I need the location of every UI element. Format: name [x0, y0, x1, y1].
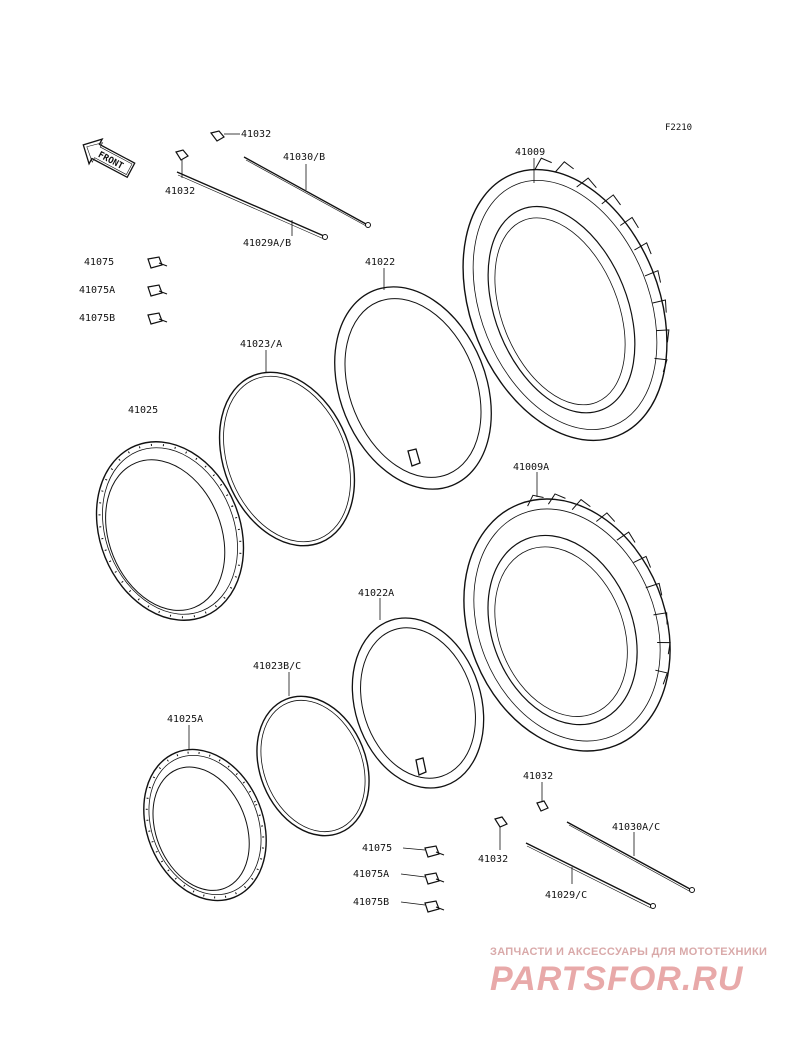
label-41022a: 41022A — [358, 588, 394, 599]
inner-tube-41022a — [351, 617, 485, 789]
front-arrow-icon: FRONT — [82, 137, 136, 179]
watermark-logo: PARTSFOR.RU — [490, 960, 744, 998]
valve-cap-lower — [536, 782, 549, 812]
watermark-subtitle: ЗАПЧАСТИ И АКСЕССУАРЫ ДЛЯ МОТОТЕХНИКИ — [490, 946, 768, 958]
label-41075-upper: 41075 — [84, 257, 114, 268]
label-41075a-upper: 41075A — [79, 285, 115, 296]
label-41075b-upper: 41075B — [79, 313, 115, 324]
label-41029a-b: 41029A/B — [243, 238, 291, 249]
spoke-41029-c — [525, 842, 656, 909]
spoke-41030-b — [243, 156, 371, 228]
label-41032-lower: 41032 — [478, 854, 508, 865]
rim-band-41023b-c — [256, 695, 370, 837]
valve-core-lower — [494, 816, 508, 850]
spoke-41030a-c — [566, 821, 695, 893]
tube-valve-lower — [415, 757, 427, 776]
valve-cap-upper — [209, 130, 240, 142]
label-41075a-lower: 41075A — [353, 869, 389, 880]
rim-band-41023-a — [218, 371, 356, 547]
rim-41025a — [143, 748, 267, 902]
rim-41025 — [95, 441, 245, 621]
label-41025: 41025 — [128, 405, 158, 416]
label-41032-left: 41032 — [165, 186, 195, 197]
spoke-nipples-lower — [400, 845, 445, 913]
label-41032-top: 41032 — [241, 129, 271, 140]
label-41009a: 41009A — [513, 462, 549, 473]
tube-valve-upper — [407, 448, 421, 467]
label-41009: 41009 — [515, 147, 545, 158]
label-41023b-c: 41023B/C — [253, 661, 301, 672]
label-41075-lower: 41075 — [362, 843, 392, 854]
label-41075b-lower: 41075B — [353, 897, 389, 908]
label-41030-b: 41030/B — [283, 152, 325, 163]
figure-code: F2210 — [665, 123, 692, 133]
tire-41009 — [462, 157, 670, 442]
inner-tube-41022 — [334, 286, 492, 490]
spoke-nipples-upper — [147, 256, 168, 325]
label-41030a-c: 41030A/C — [612, 822, 660, 833]
label-41029-c: 41029/C — [545, 890, 587, 901]
tire-41009a — [463, 493, 671, 752]
valve-core-left — [175, 149, 189, 178]
label-41023-a: 41023/A — [240, 339, 282, 350]
label-41022: 41022 — [365, 257, 395, 268]
label-41025a: 41025A — [167, 714, 203, 725]
spoke-41029a-b — [176, 171, 328, 240]
label-41032-lower-right: 41032 — [523, 771, 553, 782]
